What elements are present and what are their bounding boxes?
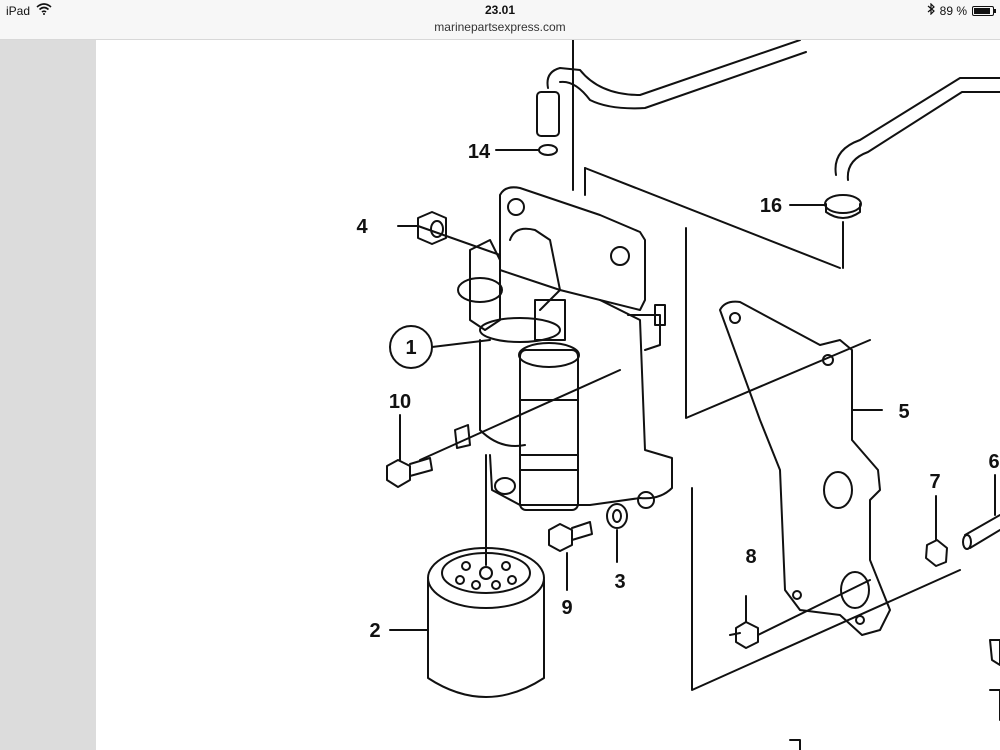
module-bracket (499, 186, 646, 311)
battery-fill (974, 7, 991, 14)
callout-7: 7 (929, 471, 940, 493)
part-5-bracket (719, 300, 891, 636)
battery-percent: 89 % (939, 3, 967, 18)
device-name: iPad (6, 3, 31, 18)
callout-10: 10 (389, 391, 411, 413)
callout-5: 5 (898, 401, 909, 423)
leader-1 (431, 339, 491, 348)
part-2-filter-top (427, 547, 545, 609)
bluetooth-icon (927, 2, 935, 18)
fuel-line-right (834, 77, 1000, 176)
callout-2: 2 (369, 620, 380, 642)
clock: 23.01 (484, 3, 516, 17)
part-7-nut (925, 539, 948, 567)
wifi-icon (36, 3, 52, 18)
part-10-bolt (386, 459, 411, 488)
part-9-bolt (548, 523, 573, 552)
status-bar: iPad 23.01 marinepartsexpress.com 89 % (0, 0, 1000, 40)
fuel-line-top (546, 40, 801, 96)
callout-8: 8 (745, 546, 756, 568)
callout-1-circle (389, 325, 433, 369)
part-3-washer (606, 503, 628, 529)
left-margin-panel (0, 40, 96, 750)
address-url[interactable]: marinepartsexpress.com (434, 20, 566, 34)
part-4-nut (417, 211, 447, 245)
status-left: iPad (6, 3, 52, 18)
callout-1: 1 (405, 337, 416, 359)
status-right: 89 % (927, 2, 996, 18)
parts-diagram: 1 2 3 4 5 6 7 8 9 10 14 16 (96, 40, 1000, 750)
battery-icon (972, 5, 996, 16)
callout-14: 14 (468, 141, 491, 163)
callout-3: 3 (614, 571, 625, 593)
parts-diagram-svg: 1 2 3 4 5 6 7 8 9 10 14 16 (356, 40, 1000, 750)
callout-labels: 1 2 3 4 5 6 7 8 9 10 14 16 (356, 141, 999, 642)
callout-16: 16 (760, 195, 782, 217)
callout-9: 9 (561, 597, 572, 619)
part-8-nut (735, 621, 759, 649)
callout-4: 4 (356, 216, 368, 238)
part-6-stud (964, 514, 1000, 549)
callout-6: 6 (988, 451, 999, 473)
